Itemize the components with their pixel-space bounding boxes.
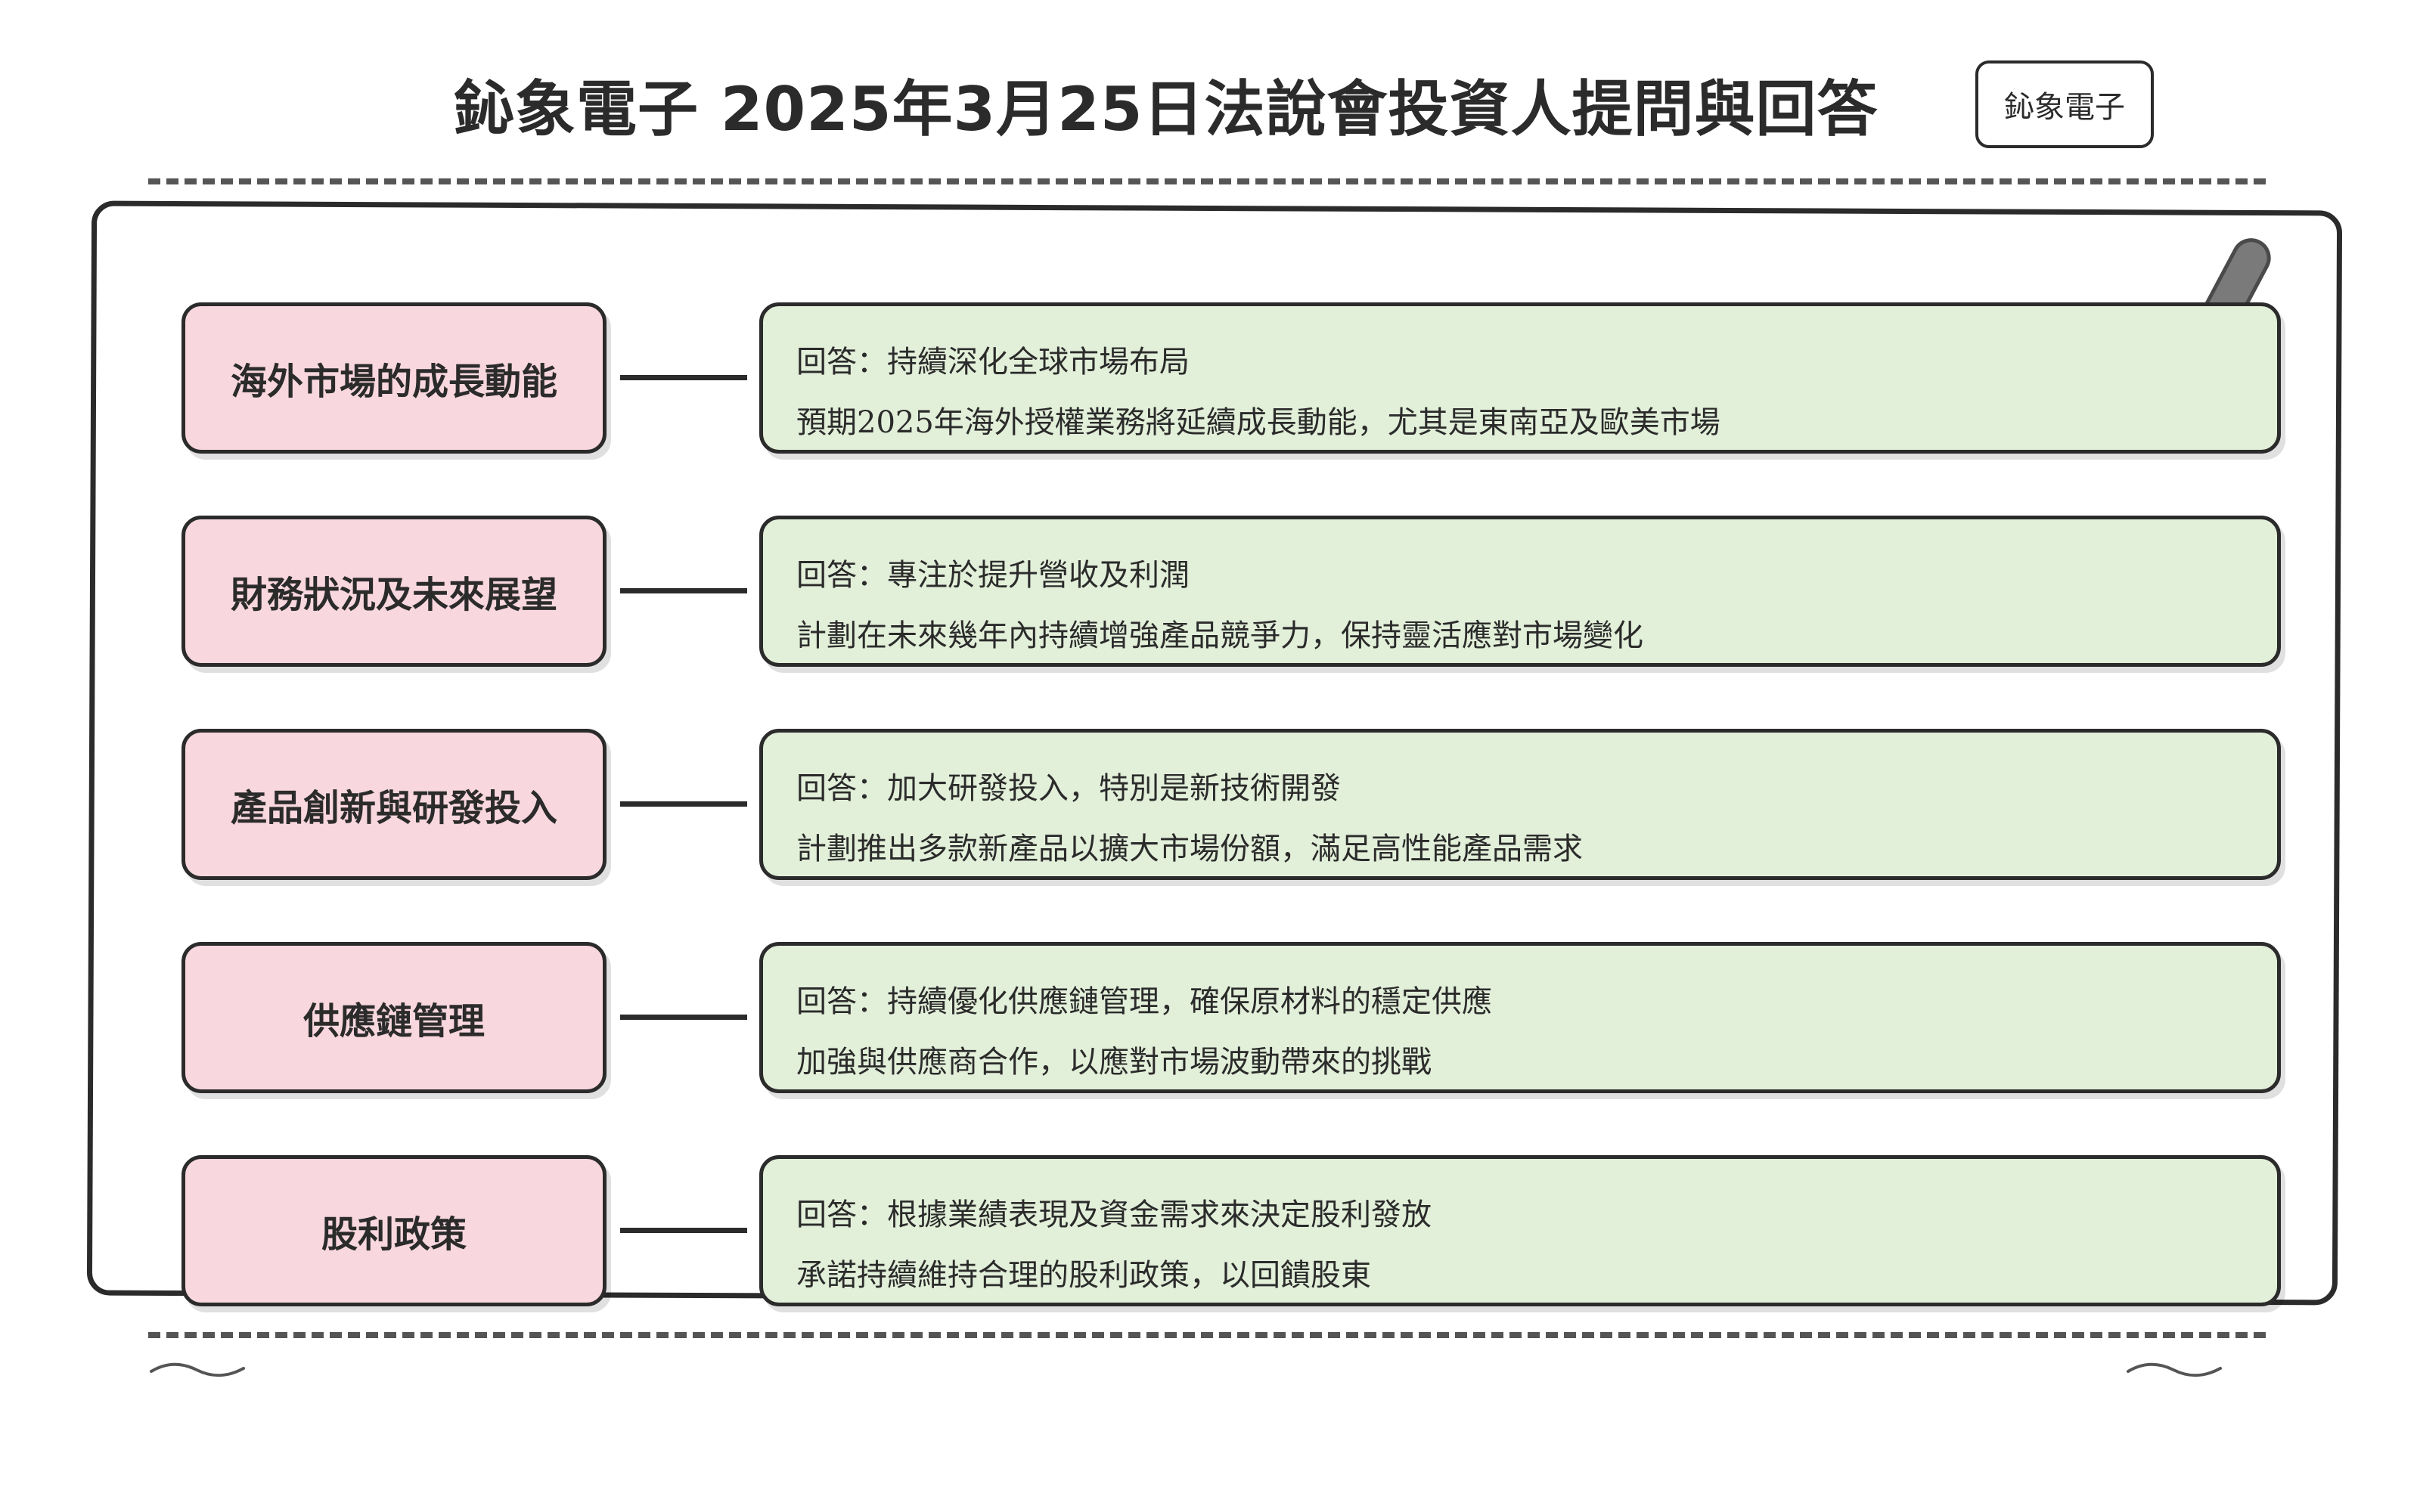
answer-line: 計劃推出多款新產品以擴大市場份額，滿足高性能產品需求 xyxy=(796,832,1583,866)
answer-line: 回答：專注於提升營收及利潤 xyxy=(796,558,1190,593)
question-box: 供應鏈管理 xyxy=(182,942,607,1093)
answer-line: 回答：持續深化全球市場布局 xyxy=(796,345,1190,380)
top-dashed-divider xyxy=(148,178,2266,184)
connector-line xyxy=(620,375,747,380)
connector-line xyxy=(620,1015,747,1020)
qa-row-overseas: 海外市場的成長動能 回答：持續深化全球市場布局 預期2025年海外授權業務將延續… xyxy=(0,302,2420,454)
left-squiggle-icon xyxy=(150,1362,245,1377)
answer-line: 承諾持續維持合理的股利政策，以回饋股東 xyxy=(796,1258,1371,1293)
answer-line: 加強與供應商合作，以應對市場波動帶來的挑戰 xyxy=(796,1045,1432,1080)
qa-row-innovation: 產品創新與研發投入 回答：加大研發投入，特別是新技術開發 計劃推出多款新產品以擴… xyxy=(0,729,2420,880)
question-box: 股利政策 xyxy=(182,1155,607,1306)
answer-box: 回答：根據業績表現及資金需求來決定股利發放 承諾持續維持合理的股利政策，以回饋股… xyxy=(759,1155,2281,1306)
answer-line: 回答：加大研發投入，特別是新技術開發 xyxy=(796,771,1341,806)
qa-row-supply-chain: 供應鏈管理 回答：持續優化供應鏈管理，確保原材料的穩定供應 加強與供應商合作，以… xyxy=(0,942,2420,1093)
answer-line: 回答：持續優化供應鏈管理，確保原材料的穩定供應 xyxy=(796,984,1492,1019)
question-box: 產品創新與研發投入 xyxy=(182,729,607,880)
right-squiggle-icon xyxy=(2127,1362,2222,1377)
question-box: 海外市場的成長動能 xyxy=(182,302,607,454)
answer-box: 回答：加大研發投入，特別是新技術開發 計劃推出多款新產品以擴大市場份額，滿足高性… xyxy=(759,729,2281,880)
page-title: 鈊象電子 2025年3月25日法說會投資人提問與回答 xyxy=(454,74,1879,144)
connector-line xyxy=(620,588,747,593)
connector-line xyxy=(620,801,747,807)
company-badge: 鈊象電子 xyxy=(1975,60,2154,148)
qa-row-finance: 財務狀況及未來展望 回答：專注於提升營收及利潤 計劃在未來幾年內持續增強產品競爭… xyxy=(0,516,2420,667)
answer-line: 回答：根據業績表現及資金需求來決定股利發放 xyxy=(796,1198,1432,1232)
header: 鈊象電子 2025年3月25日法說會投資人提問與回答 鈊象電子 xyxy=(0,45,2420,166)
answer-box: 回答：專注於提升營收及利潤 計劃在未來幾年內持續增強產品競爭力，保持靈活應對市場… xyxy=(759,516,2281,667)
answer-box: 回答：持續優化供應鏈管理，確保原材料的穩定供應 加強與供應商合作，以應對市場波動… xyxy=(759,942,2281,1093)
question-box: 財務狀況及未來展望 xyxy=(182,516,607,667)
bottom-dashed-divider xyxy=(148,1332,2266,1338)
answer-line: 計劃在未來幾年內持續增強產品競爭力，保持靈活應對市場變化 xyxy=(796,618,1643,653)
connector-line xyxy=(620,1228,747,1233)
qa-row-dividend: 股利政策 回答：根據業績表現及資金需求來決定股利發放 承諾持續維持合理的股利政策… xyxy=(0,1155,2420,1306)
answer-box: 回答：持續深化全球市場布局 預期2025年海外授權業務將延續成長動能，尤其是東南… xyxy=(759,302,2281,454)
answer-line: 預期2025年海外授權業務將延續成長動能，尤其是東南亞及歐美市場 xyxy=(796,405,1720,440)
